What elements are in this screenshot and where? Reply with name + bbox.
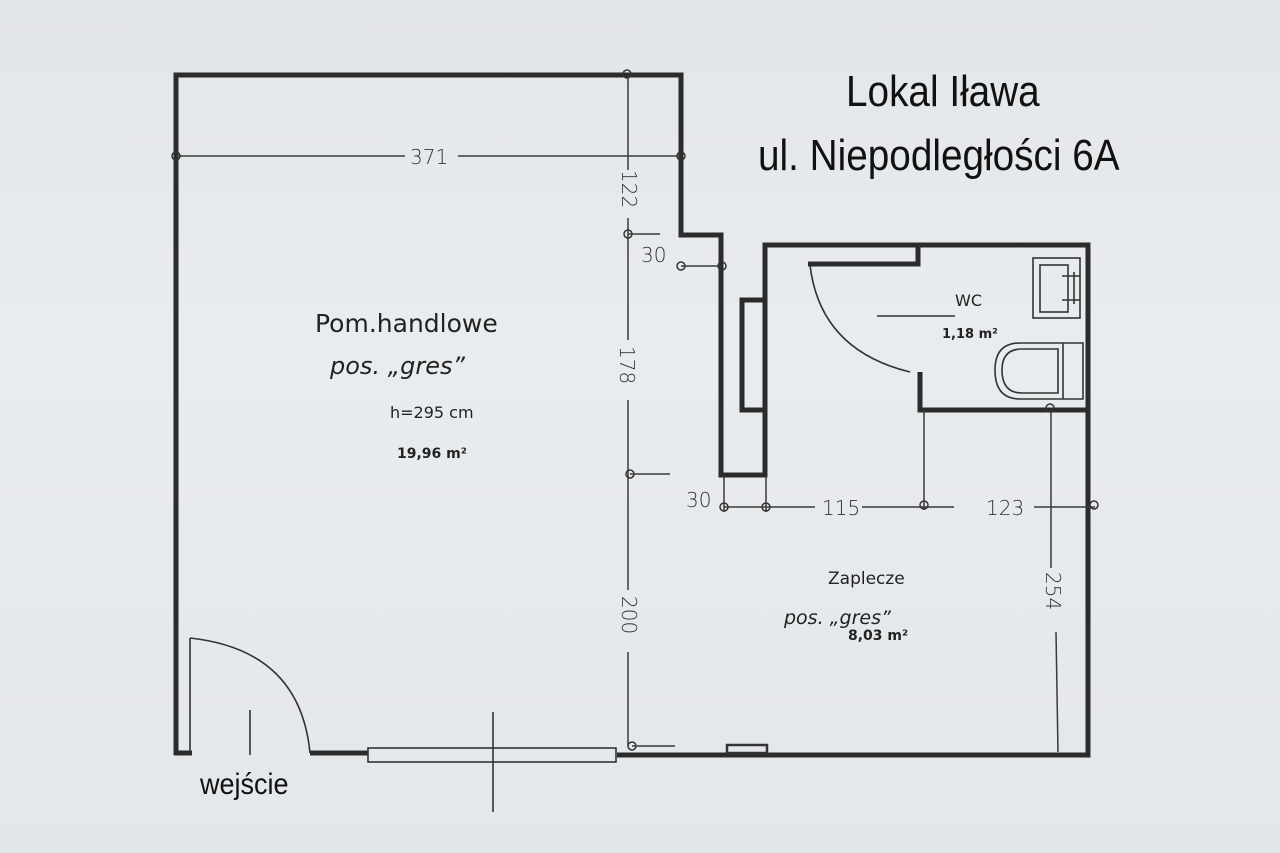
dim-top-width: 371 [410, 145, 448, 169]
dim-node [1045, 403, 1055, 413]
dim-left-low: 200 [617, 596, 641, 634]
wc-name: WC [955, 291, 982, 310]
dim-node [171, 151, 181, 161]
toilet-icon [994, 342, 1084, 400]
title-line-2: ul. Niepodległości 6A [758, 131, 1120, 180]
title-line-1: Lokal Iława [846, 67, 1040, 116]
sink-tap [1062, 272, 1080, 304]
dim-line [1055, 631, 1059, 753]
vent-grille [725, 743, 769, 755]
back-room-area: 8,03 m² [848, 628, 908, 644]
dim-node [761, 502, 771, 512]
wc-wall [808, 245, 921, 267]
entrance-label: wejście [200, 768, 289, 801]
dim-node [622, 69, 632, 79]
entrance-door-swing-icon [189, 637, 311, 754]
sink-icon [1032, 257, 1081, 319]
sales-room-height: h=295 cm [390, 403, 474, 422]
dim-step-bottom: 30 [686, 488, 711, 512]
dim-node [719, 502, 729, 512]
dim-node [676, 151, 686, 161]
sales-room-name: Pom.handlowe [315, 309, 498, 338]
back-room-name: Zaplecze [828, 569, 905, 589]
dim-node [919, 500, 929, 510]
back-room-floor: pos. „gres” [783, 607, 891, 629]
dim-back-right: 123 [986, 496, 1024, 520]
dim-node [1089, 500, 1099, 510]
outer-wall [173, 72, 1091, 758]
shop-window [367, 747, 617, 763]
dim-right-upper: 122 [617, 170, 641, 208]
wc-wall-lower [917, 372, 1086, 413]
dim-back-left: 115 [822, 496, 860, 520]
dim-back-height: 254 [1041, 572, 1065, 610]
dim-node [717, 261, 727, 271]
sink-basin [1039, 264, 1069, 313]
dim-step-top: 30 [641, 243, 666, 267]
toilet-bowl [1001, 348, 1059, 394]
dim-node [676, 261, 686, 271]
dim-left-mid: 178 [615, 346, 639, 384]
back-room-inner-wall [739, 245, 768, 413]
sales-room-floor: pos. „gres” [329, 352, 465, 380]
wc-door-swing-icon [809, 264, 911, 373]
sales-room-area: 19,96 m² [397, 446, 467, 462]
wc-area: 1,18 m² [942, 327, 998, 342]
